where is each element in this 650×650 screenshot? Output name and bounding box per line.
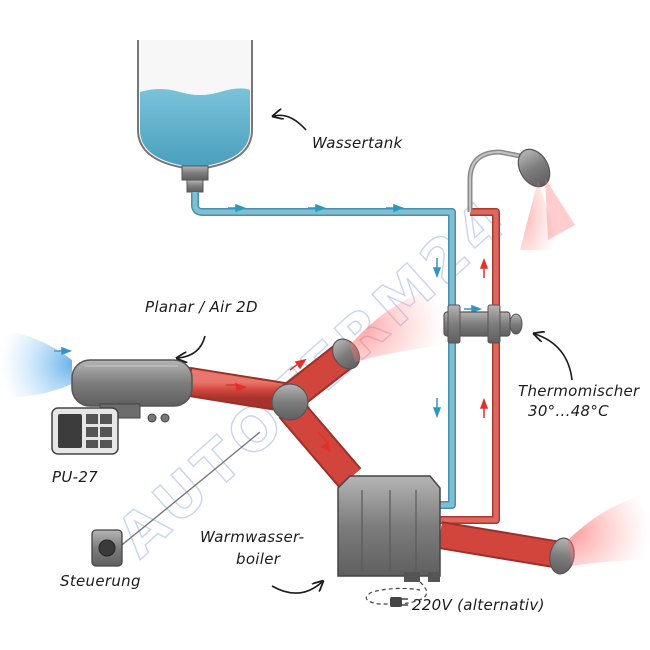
cold-water-pipe	[191, 192, 456, 509]
control-cable	[117, 431, 261, 549]
tank-pointer-arrow	[274, 115, 307, 131]
boiler-pointer-arrow	[271, 582, 322, 594]
label-boiler-line1: Warmwasser-	[200, 528, 305, 546]
hot-air-plumes	[350, 290, 650, 566]
power-plug-icon	[390, 597, 408, 607]
power-cable	[365, 581, 428, 605]
label-thermo-range: 30°...48°C	[528, 402, 609, 420]
label-water-tank: Wassertank	[312, 134, 403, 152]
cold-air-intake	[0, 330, 72, 398]
control-knob	[91, 529, 123, 567]
hot-water-spray	[520, 180, 560, 250]
tank-water	[140, 88, 250, 166]
pu27-controller	[51, 407, 119, 455]
hot-flow-arrows	[479, 257, 489, 418]
heater-pointer-arrow	[178, 335, 206, 358]
water-tank	[137, 40, 253, 193]
air-heater	[71, 359, 193, 423]
label-heater: Planar / Air 2D	[145, 298, 258, 316]
label-thermo-mixer: Thermomischer	[518, 382, 640, 400]
hot-water-pipe	[440, 208, 500, 524]
mixer-pointer-arrow	[535, 334, 573, 381]
label-boiler-line2: boiler	[236, 550, 281, 568]
thermo-mixer	[443, 304, 523, 344]
label-controller: PU-27	[52, 468, 99, 486]
label-control: Steuerung	[60, 572, 141, 590]
shower-head-icon	[467, 148, 575, 250]
label-power: 220V (alternativ)	[412, 596, 545, 614]
duct-flow-arrows	[226, 358, 332, 453]
water-boiler	[337, 475, 441, 582]
